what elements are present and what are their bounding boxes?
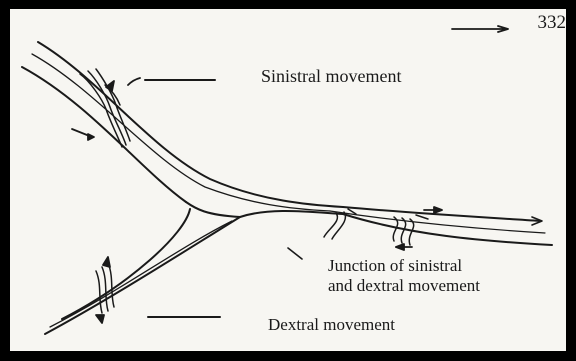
junction-curve [186,202,240,217]
upper-branch-inner-line [22,67,186,202]
junction-label-line2: and dextral movement [328,276,480,296]
fault-diagram [10,9,566,351]
sinistral-label: Sinistral movement [261,66,401,87]
right-branch-lower-line [343,214,552,245]
junction-label-line1: Junction of sinistral [328,256,480,276]
lower-shear-kinks [96,263,114,313]
page-number: 332 [538,12,567,34]
junction-pointer [288,248,302,259]
dextral-label: Dextral movement [268,315,395,335]
diagram-frame: 332 Sinistral movement Junction of sinis… [10,9,566,351]
lower-branch-inner-line [62,209,190,319]
junction-label: Junction of sinistral and dextral moveme… [328,256,480,295]
page-marker-arrow [452,26,508,32]
